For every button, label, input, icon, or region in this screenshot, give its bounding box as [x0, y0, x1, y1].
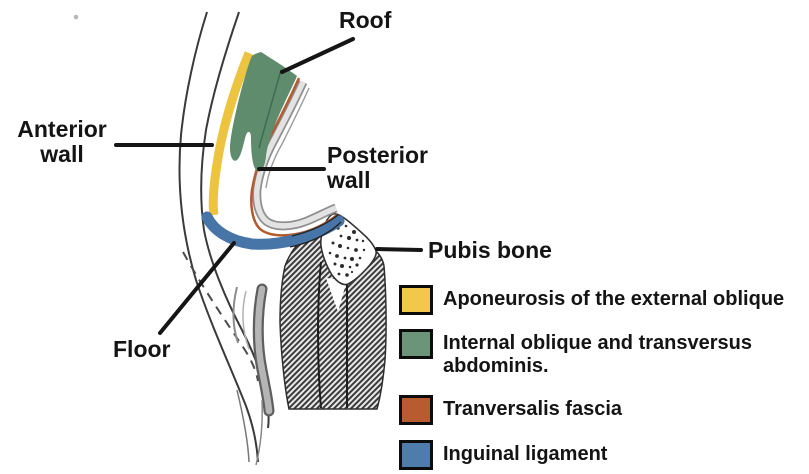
legend-swatch-internal-oblique	[399, 329, 433, 359]
inguinal-ligament-band	[201, 211, 345, 250]
legend-label: Aponeurosis of the external oblique	[443, 288, 785, 310]
muscle-crease-line	[258, 69, 282, 149]
fascia-contour-line-4	[255, 399, 263, 466]
posterior-wall-label: Posterior wall	[327, 142, 428, 193]
legend-item: Internal oblique and transversus abdomin…	[399, 329, 788, 378]
legend-swatch-inguinal-ligament	[399, 440, 433, 470]
legend-swatch-transversalis-fascia	[399, 395, 433, 425]
ink-speck	[73, 14, 79, 20]
roof-label: Roof	[339, 7, 392, 33]
legend-item: Tranversalis fascia	[399, 395, 622, 425]
legend-label: Tranversalis fascia	[443, 398, 623, 420]
pubis-bone-label: Pubis bone	[428, 237, 552, 263]
legend-item: Aponeurosis of the external oblique	[399, 285, 784, 315]
fascia-contour-line-1	[232, 286, 239, 344]
legend-label: Inguinal ligament	[443, 443, 608, 465]
ligament-top-edge	[291, 214, 339, 237]
ligament-bottom-edge	[289, 221, 342, 248]
legend-label: Internal oblique and transversus abdomin…	[443, 332, 752, 377]
pointer-lines	[114, 37, 423, 335]
floor-label: Floor	[113, 336, 171, 362]
anterior-wall-label: Anterior wall	[17, 116, 107, 167]
spermatic-cord-tube-fill	[255, 285, 273, 415]
internal-oblique-muscle	[230, 52, 297, 172]
aponeurosis-band	[208, 51, 254, 216]
roof-pointer-line	[280, 37, 355, 74]
legend-item: Inguinal ligament	[399, 440, 607, 470]
muscle-notch	[326, 278, 347, 312]
muscle-division-line-left	[317, 261, 322, 409]
legend-swatch-aponeurosis	[399, 285, 433, 315]
skin-outline-outer	[178, 11, 259, 463]
pubis-bone-pointer-line	[375, 247, 423, 252]
posterior-fascia-band-fill	[254, 80, 337, 229]
peritoneum-outline	[265, 87, 310, 189]
floor-pointer-line	[158, 241, 236, 335]
fascia-contour-line-3	[236, 389, 250, 463]
fascia-contour-line-2	[242, 290, 250, 350]
